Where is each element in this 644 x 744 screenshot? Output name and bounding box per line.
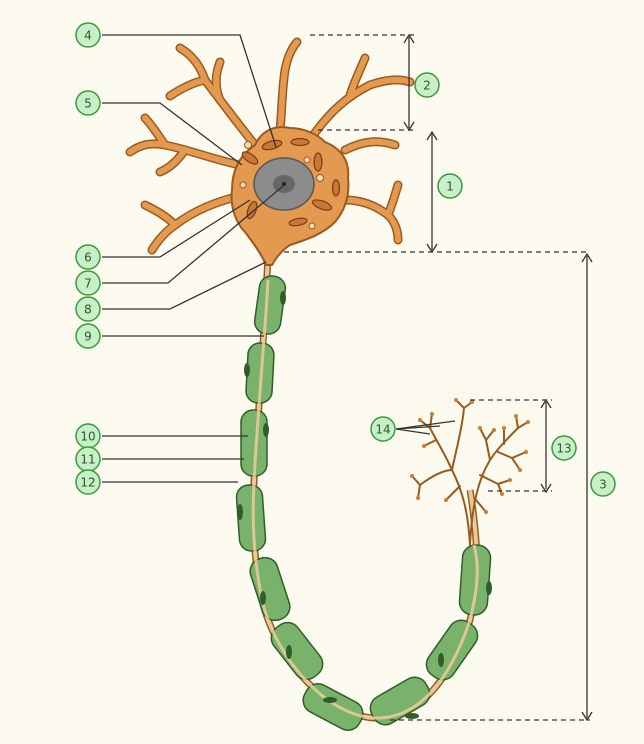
badge-8: 8 bbox=[76, 297, 100, 321]
badge-14-label: 14 bbox=[375, 423, 390, 437]
badge-12-label: 12 bbox=[80, 476, 95, 490]
badge-9-label: 9 bbox=[84, 330, 92, 344]
schwann-nucleus bbox=[263, 423, 269, 437]
badge-5-label: 5 bbox=[84, 97, 92, 111]
badge-10: 10 bbox=[76, 424, 100, 448]
badge-6: 6 bbox=[76, 245, 100, 269]
badge-2-label: 2 bbox=[423, 79, 431, 93]
badge-12: 12 bbox=[76, 470, 100, 494]
schwann-nucleus bbox=[286, 645, 292, 659]
schwann-nucleus bbox=[280, 291, 286, 305]
badge-5: 5 bbox=[76, 91, 100, 115]
badge-4-label: 4 bbox=[84, 29, 92, 43]
schwann-nucleus bbox=[438, 653, 444, 667]
schwann-nucleus bbox=[260, 591, 266, 605]
schwann-nucleus bbox=[244, 363, 250, 377]
badge-11-label: 11 bbox=[80, 453, 95, 467]
badge-9: 9 bbox=[76, 324, 100, 348]
schwann-nucleus bbox=[486, 581, 492, 595]
schwann-nucleus bbox=[237, 504, 243, 520]
badge-7-label: 7 bbox=[84, 277, 92, 291]
badge-13: 13 bbox=[552, 436, 576, 460]
badge-4: 4 bbox=[76, 23, 100, 47]
badge-10-label: 10 bbox=[80, 430, 95, 444]
badge-3-label: 3 bbox=[599, 478, 607, 492]
badge-1-label: 1 bbox=[446, 180, 454, 194]
badge-3: 3 bbox=[591, 472, 615, 496]
badge-7: 7 bbox=[76, 271, 100, 295]
schwann-nucleus bbox=[323, 697, 337, 703]
badge-6-label: 6 bbox=[84, 251, 92, 265]
badge-11: 11 bbox=[76, 447, 100, 471]
badge-2: 2 bbox=[415, 73, 439, 97]
badge-14: 14 bbox=[371, 417, 395, 441]
badge-8-label: 8 bbox=[84, 303, 92, 317]
badge-1: 1 bbox=[438, 174, 462, 198]
nucleolus-center bbox=[282, 182, 286, 186]
badge-13-label: 13 bbox=[556, 442, 571, 456]
schwann-nucleus bbox=[405, 713, 419, 719]
